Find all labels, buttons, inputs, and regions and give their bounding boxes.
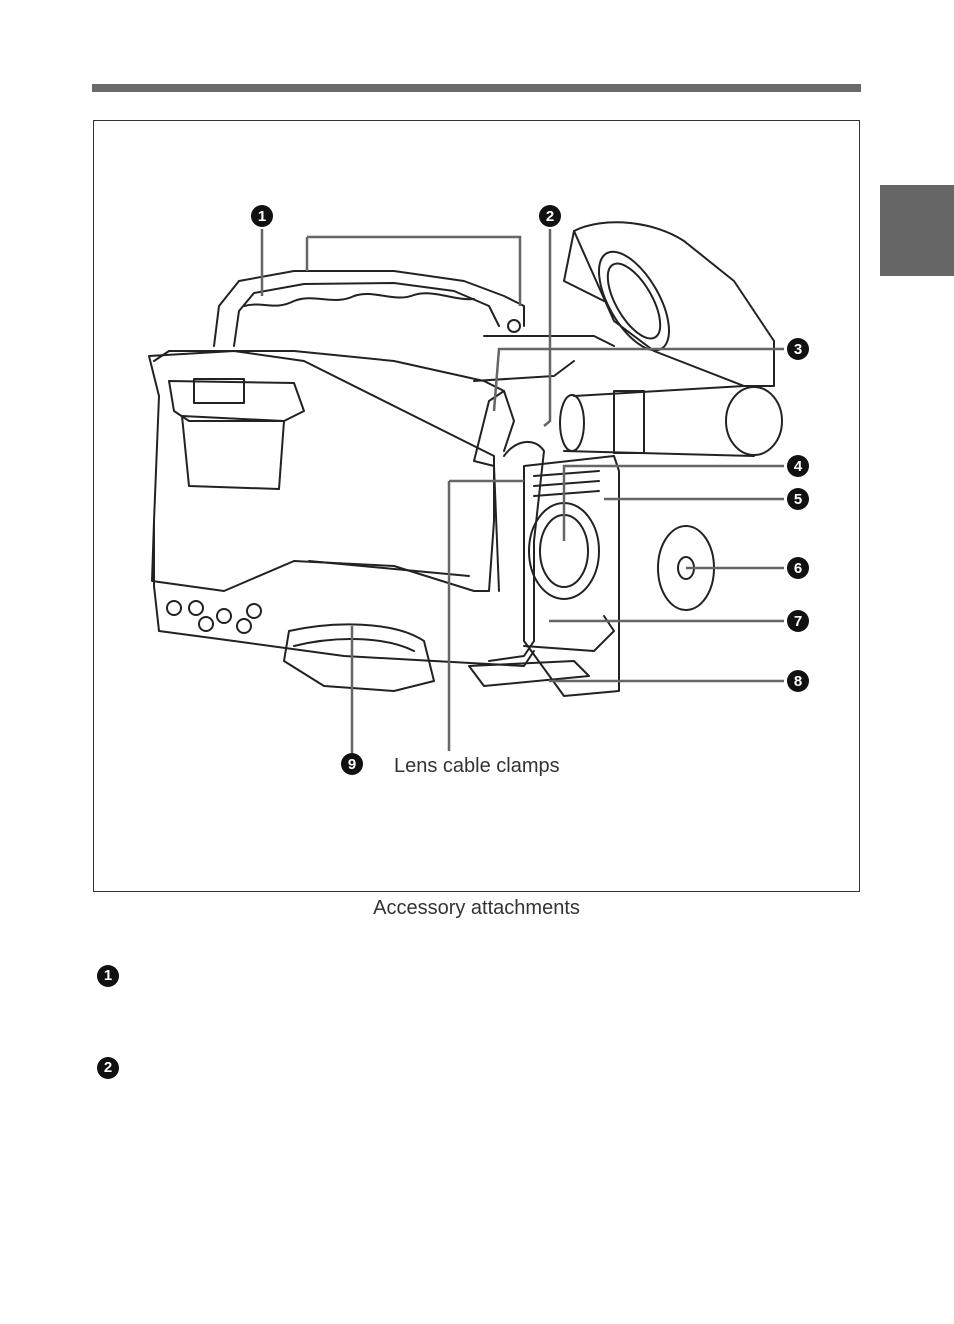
callout-9 [341, 753, 363, 775]
lens-cable-clamps-label: Lens cable clamps [394, 755, 560, 777]
list-marker-1: 1 [97, 965, 119, 987]
chapter-tab [880, 185, 954, 276]
callout-9-label: 9 [348, 756, 356, 773]
callout-7-label: 7 [794, 613, 802, 630]
callout-3 [787, 338, 809, 360]
callout-6-label: 6 [794, 560, 802, 577]
callout-1-label: 1 [258, 208, 266, 225]
camera-illustration: 1 2 3 4 5 6 7 8 9 Lens cable clamps [148, 205, 809, 777]
callout-6 [787, 557, 809, 579]
callout-4-label: 4 [794, 458, 803, 475]
callout-5-label: 5 [794, 491, 802, 508]
callout-3-label: 3 [794, 341, 802, 358]
figure-frame: 1 2 3 4 5 6 7 8 9 Lens cable clamps [93, 120, 860, 892]
callout-2-label: 2 [546, 208, 554, 225]
callout-markers: 1 2 3 4 5 6 7 8 9 [251, 205, 809, 775]
callout-4 [787, 455, 809, 477]
callout-7 [787, 610, 809, 632]
callout-5 [787, 488, 809, 510]
callout-1 [251, 205, 273, 227]
header-rule [92, 84, 861, 92]
callout-8 [787, 670, 809, 692]
callout-2 [539, 205, 561, 227]
callout-8-label: 8 [794, 673, 802, 690]
figure-caption: Accessory attachments [373, 897, 580, 919]
list-marker-2: 2 [97, 1057, 119, 1079]
